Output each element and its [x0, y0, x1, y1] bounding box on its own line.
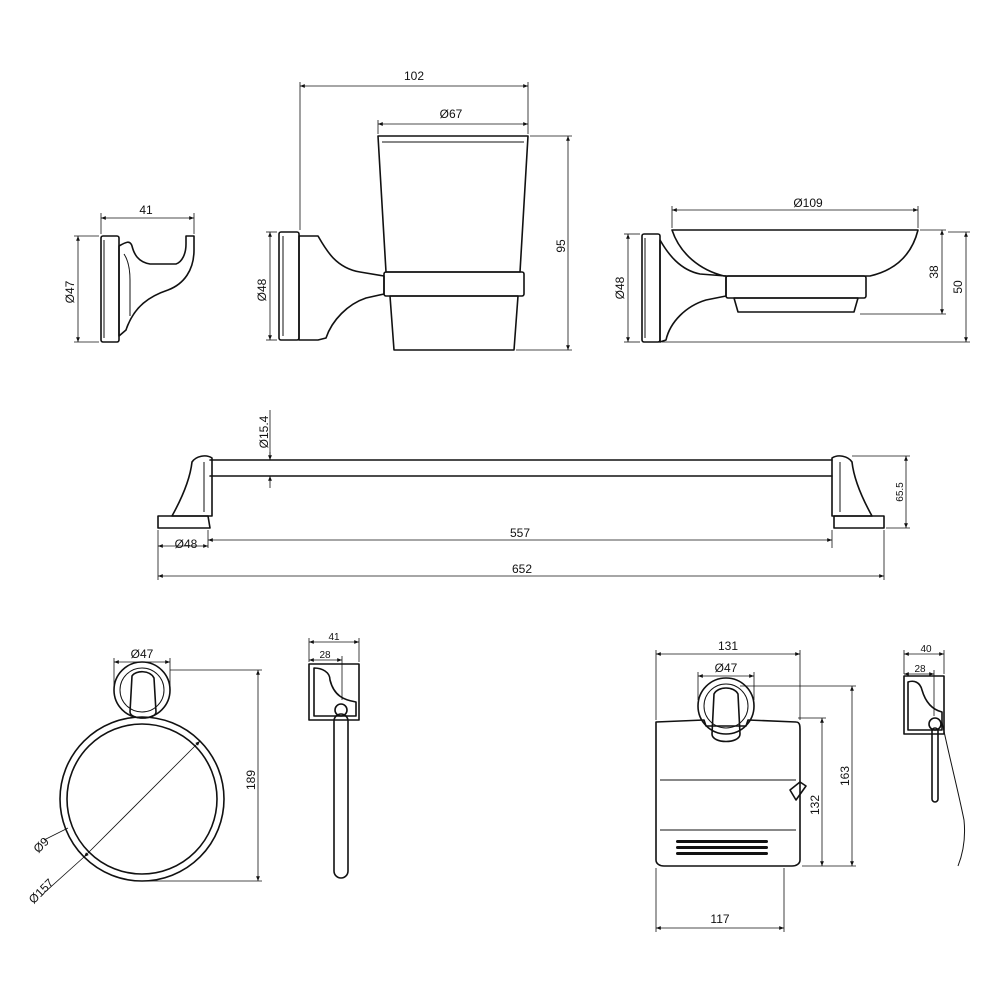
- tumbler-cup-bottom: [389, 295, 519, 351]
- soap-dish-view: Ø109 38 50 Ø48: [613, 196, 970, 343]
- robe-hook-arm: [118, 235, 195, 337]
- towel-ring-inner: [66, 723, 218, 875]
- soap-dish-dish-height-label: 38: [927, 265, 941, 279]
- tumbler-holder-view: 102 Ø67 95 Ø48: [255, 69, 572, 351]
- towel-ring-side-pin: [334, 703, 348, 717]
- paper-holder-base: [697, 677, 755, 735]
- paper-holder-slot-2: [676, 846, 768, 849]
- towel-bar-depth-label: 65.5: [895, 482, 906, 502]
- paper-holder-cover-width-label: 117: [710, 912, 729, 926]
- paper-holder-side-view: 40 28: [903, 644, 965, 867]
- tumbler-cup: [377, 135, 529, 273]
- paper-holder-height-label: 163: [838, 766, 852, 786]
- tumbler-cup-dia-label: Ø67: [440, 107, 463, 121]
- towel-bar-overall-length-label: 652: [512, 562, 532, 576]
- paper-holder-side-base: [903, 675, 945, 735]
- tumbler-height-label: 95: [554, 239, 568, 253]
- towel-ring-dia-label: Ø157: [26, 876, 57, 907]
- towel-ring-side-base: [308, 663, 360, 721]
- paper-holder-cover-height-label: 132: [808, 795, 822, 815]
- towel-ring-side-ring: [333, 713, 349, 879]
- paper-holder-tip: [789, 781, 807, 801]
- towel-bar-inner-length-label: 557: [510, 526, 530, 540]
- towel-ring-side-view: 41 28: [308, 632, 360, 879]
- paper-holder-side-pin: [928, 717, 942, 731]
- robe-hook-view: 41 Ø47: [63, 203, 195, 343]
- towel-ring-base: [113, 661, 171, 719]
- soap-dish-bottom: [733, 297, 859, 313]
- robe-hook-width-label: 41: [139, 203, 153, 217]
- towel-ring-side-depth-label: 41: [328, 632, 340, 643]
- paper-holder-width-label: 131: [718, 639, 738, 653]
- paper-holder-side-cover-line: [941, 721, 965, 867]
- towel-ring-side-arm: [313, 667, 357, 717]
- towel-ring-height-label: 189: [244, 770, 258, 790]
- paper-holder-side-inner-label: 28: [914, 664, 926, 675]
- tumbler-base-label: Ø48: [255, 278, 269, 301]
- tumbler-arm: [298, 235, 385, 341]
- tumbler-ring: [383, 271, 525, 297]
- towel-bar-base-label: Ø48: [175, 537, 198, 551]
- paper-holder-side-depth-label: 40: [920, 644, 932, 655]
- paper-holder-side-arm: [907, 680, 943, 731]
- paper-holder-base-label: Ø47: [715, 661, 738, 675]
- towel-bar-view: Ø15.4 Ø48 557 652 65.5: [157, 410, 910, 580]
- paper-holder-cover: [655, 719, 801, 867]
- towel-ring-holder: [129, 670, 157, 719]
- towel-ring-base-label: Ø47: [131, 647, 154, 661]
- paper-holder-side-rod: [931, 727, 939, 803]
- towel-ring-side-inner-label: 28: [319, 650, 331, 661]
- towel-bar-left-post: [171, 455, 213, 517]
- paper-holder-slot-1: [676, 840, 768, 843]
- soap-dish-holder: [725, 275, 867, 299]
- towel-bar-right-post: [831, 455, 873, 517]
- towel-bar-dia-label: Ø15.4: [257, 415, 271, 448]
- paper-holder-arm: [711, 687, 741, 743]
- soap-dish-height-label: 50: [951, 280, 965, 294]
- tumbler-base: [278, 231, 300, 341]
- robe-hook-base-label: Ø47: [63, 280, 77, 303]
- soap-dish-base-label: Ø48: [613, 276, 627, 299]
- towel-bar-left-base: [157, 515, 211, 529]
- soap-dish-dia-label: Ø109: [793, 196, 823, 210]
- towel-ring-view: Ø47 189 Ø9 Ø157: [26, 647, 262, 907]
- paper-holder-view: 131 Ø47 132 163 117: [655, 639, 856, 932]
- tumbler-depth-label: 102: [404, 69, 424, 83]
- towel-bar-right-base: [833, 515, 885, 529]
- paper-holder-slot-3: [676, 852, 768, 855]
- soap-dish-tray: [671, 229, 919, 277]
- soap-dish-arm: [659, 239, 727, 343]
